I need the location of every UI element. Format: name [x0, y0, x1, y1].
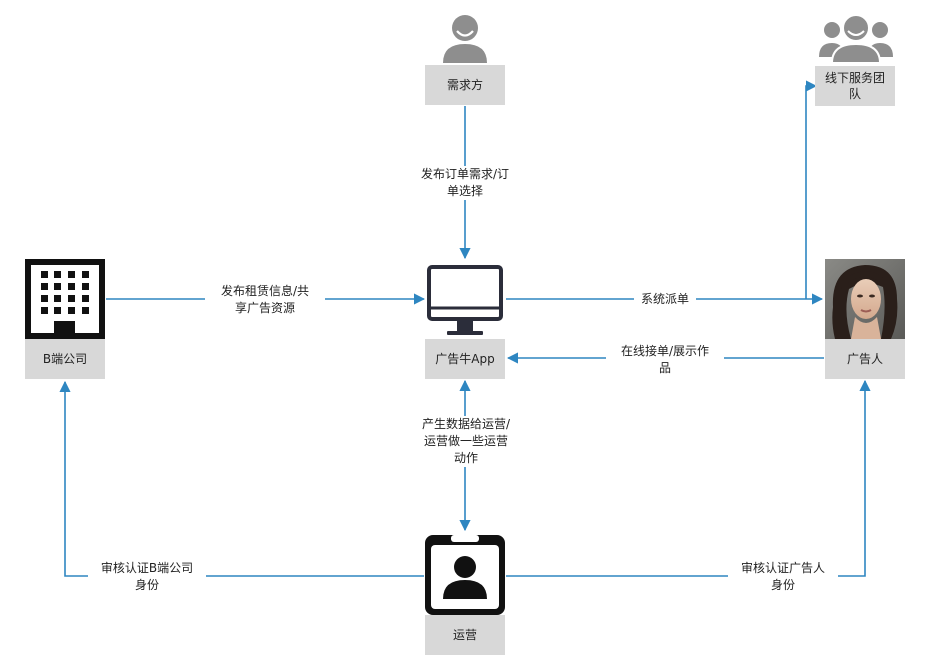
node-advertiser-label[interactable]: 广告人: [825, 339, 905, 379]
edge-app-to-service-team: [805, 80, 818, 299]
edge-operation-to-advertiser: [506, 379, 871, 577]
edge-label-app-to-advertiser: 系统派单: [634, 291, 696, 308]
id-badge-icon: [425, 535, 505, 615]
edge-operation-to-company: [59, 380, 424, 577]
node-service-team-label[interactable]: 线下服务团 队: [815, 66, 895, 106]
edge-label-operation-to-advertiser: 审核认证广告人 身份: [728, 560, 838, 594]
group-icon: [819, 14, 893, 63]
edge-label-advertiser-to-app: 在线接单/展示作 品: [606, 343, 724, 377]
node-company-label[interactable]: B端公司: [25, 339, 105, 379]
node-operation-label[interactable]: 运营: [425, 615, 505, 655]
building-icon: [25, 259, 105, 339]
edge-label-operation-to-app: 产生数据给运营/ 运营做一些运营 动作: [410, 416, 522, 467]
monitor-icon: [427, 265, 503, 335]
user-icon: [443, 15, 487, 63]
edge-label-demander-to-app: 发布订单需求/订 单选择: [410, 166, 520, 200]
node-app-label[interactable]: 广告牛App: [425, 339, 505, 379]
edge-label-company-to-app: 发布租赁信息/共 享广告资源: [205, 283, 325, 317]
portrait-photo: [825, 259, 905, 339]
node-demander-label[interactable]: 需求方: [425, 65, 505, 105]
edge-label-operation-to-company: 审核认证B端公司 身份: [88, 560, 206, 594]
